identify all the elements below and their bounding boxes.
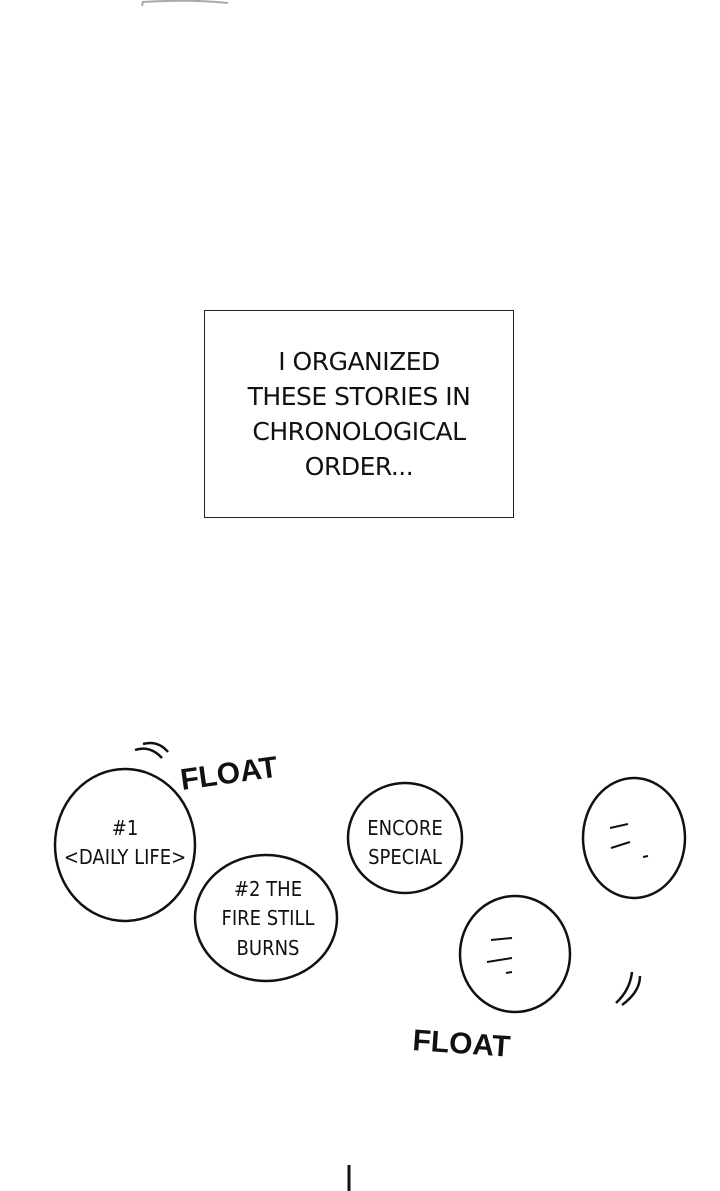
caption-box: I ORGANIZED THESE STORIES IN CHRONOLOGIC… xyxy=(204,310,514,518)
caption-line: THESE STORIES IN xyxy=(247,382,471,411)
bubble-text: #2 THE xyxy=(234,877,302,901)
blank-bubble-marks xyxy=(609,823,649,858)
bubble-text: #1 xyxy=(112,816,139,840)
bubble-daily-life xyxy=(53,767,197,923)
bubble-blank-right xyxy=(581,776,687,900)
caption-line: CHRONOLOGICAL xyxy=(252,417,466,446)
bubble-text: FIRE STILL xyxy=(222,906,315,930)
top-panel-edge xyxy=(141,0,229,7)
bubble-text: <DAILY LIFE> xyxy=(64,845,186,869)
motion-lines-icon xyxy=(134,741,169,759)
bubble-text: ENCORE xyxy=(367,816,442,840)
sfx-float: FLOAT xyxy=(178,751,279,797)
blank-bubble-marks xyxy=(486,937,513,974)
bubble-encore-special xyxy=(346,781,464,895)
caption-line: ORDER... xyxy=(304,452,414,481)
caption-line: I ORGANIZED xyxy=(278,347,440,376)
bubble-blank-lower xyxy=(458,894,572,1014)
bubble-text: BURNS xyxy=(237,936,300,960)
motion-lines-icon xyxy=(615,971,642,1007)
bubble-text: SPECIAL xyxy=(368,845,442,869)
sfx-float: FLOAT xyxy=(412,1024,512,1064)
bubble-fire-still-burns xyxy=(193,853,339,983)
